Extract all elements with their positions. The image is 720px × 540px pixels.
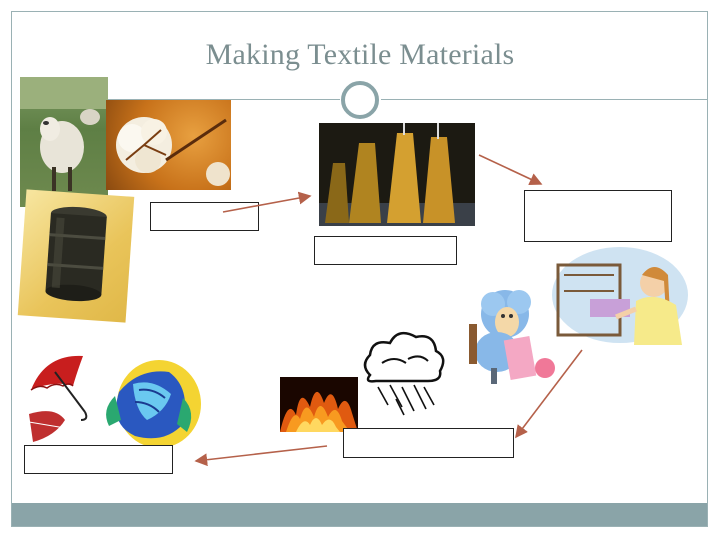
box-yarn[interactable] [314,236,457,265]
box-fabric[interactable] [524,190,672,242]
arrow-yarn-to-fabric [478,154,543,186]
box-fiber[interactable] [150,202,259,231]
cotton-boll-photo [106,100,231,190]
jacket-clipart [95,354,203,450]
fire-photo [280,377,358,432]
yarn-spools-photo [319,123,475,226]
oil-barrel-photo [17,189,135,323]
sheep-photo [20,77,108,207]
title-rule-left [20,99,340,100]
sheep-knitting-clipart [463,276,563,386]
arrow-fiber-to-yarn [222,191,312,213]
box-product[interactable] [24,445,173,474]
rain-cloud-clipart [358,325,448,420]
arrow-fabric-to-finishing [515,349,583,439]
title-ring-ornament [341,81,379,119]
weaver-at-loom-clipart [550,245,692,348]
box-finishing[interactable] [343,428,514,458]
title-rule-right [381,99,707,100]
slide-frame [11,11,708,527]
footer-bar [12,503,707,526]
arrow-finishing-to-product [194,445,328,467]
umbrella-clipart [25,350,115,445]
slide-title: Making Textile Materials [205,38,515,71]
